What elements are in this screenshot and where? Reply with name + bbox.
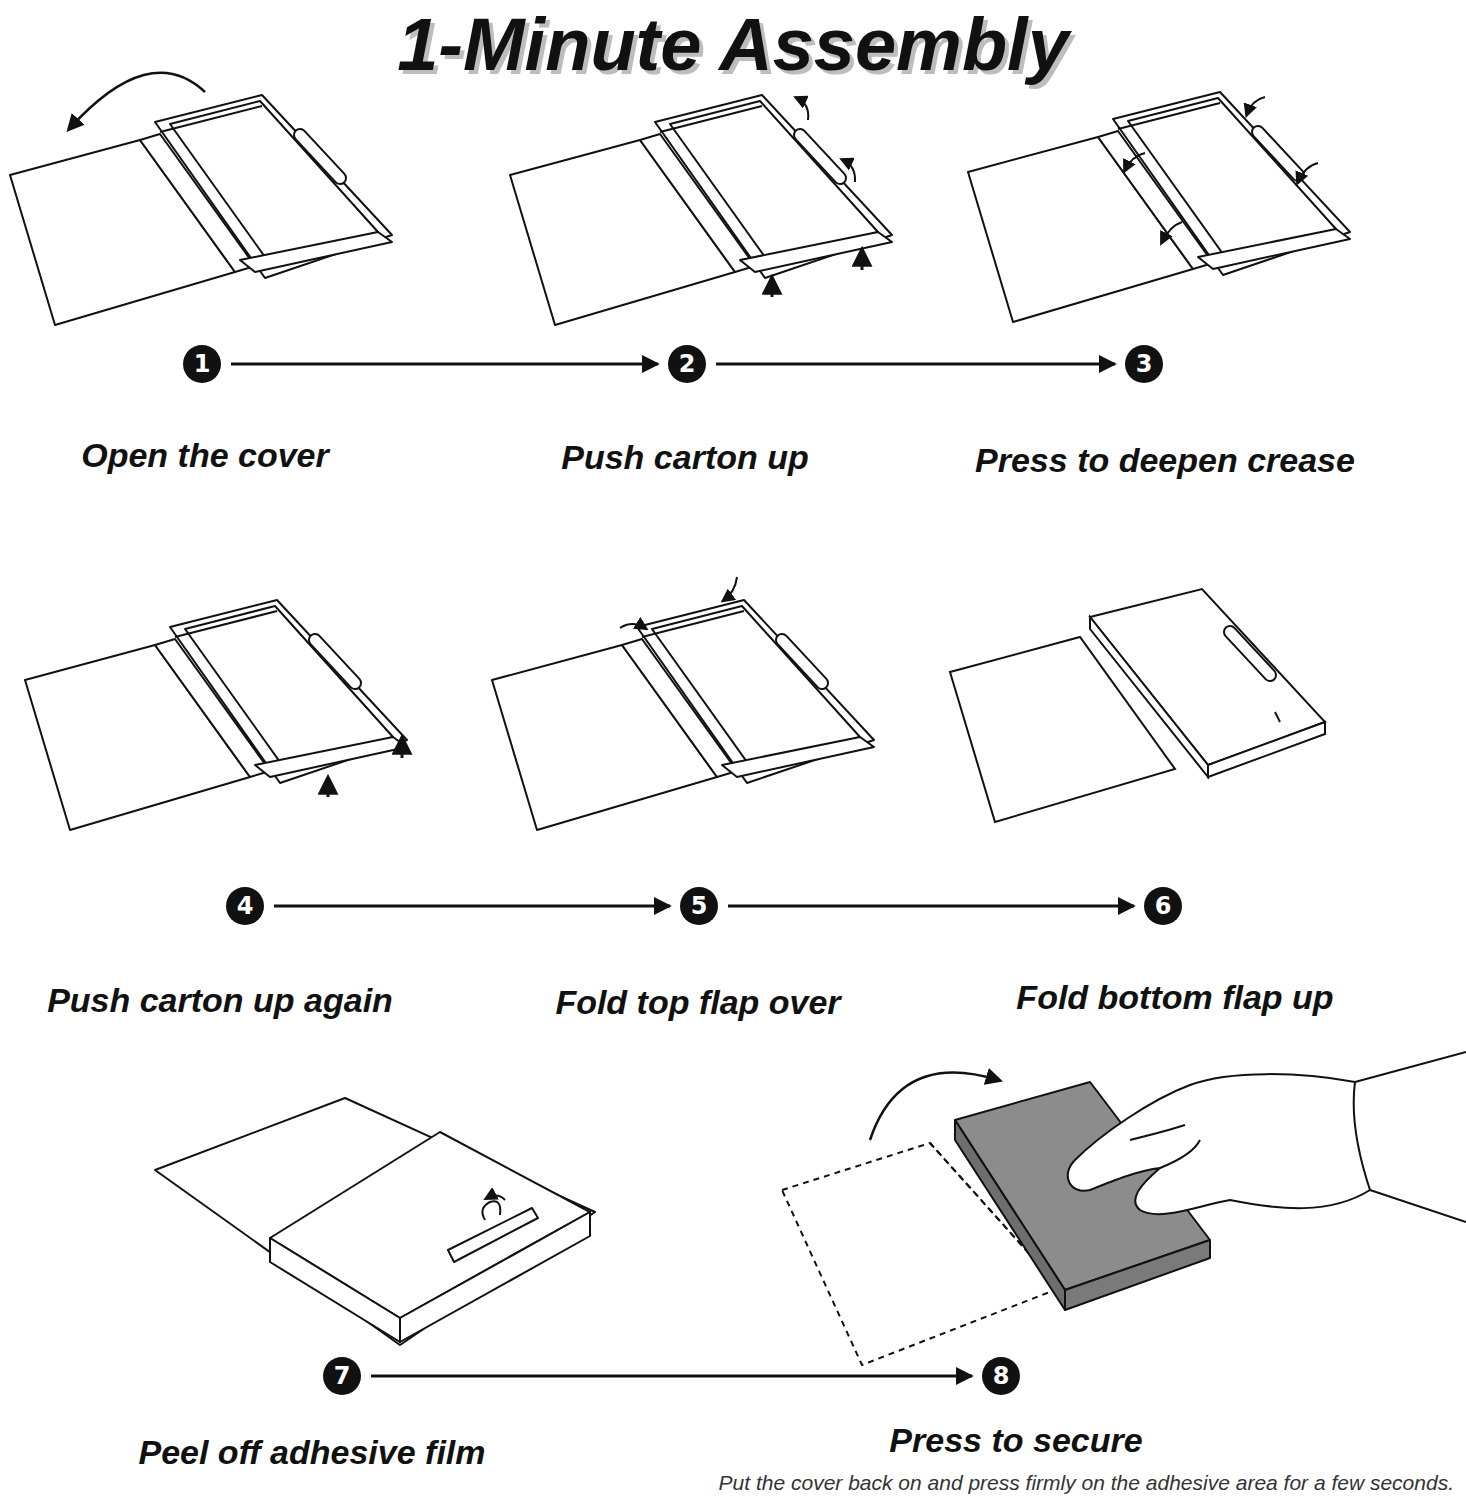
- step-6-drawing: [950, 589, 1325, 822]
- step-number-text: 4: [226, 892, 264, 920]
- illustration-line: [797, 98, 808, 120]
- step-arrow: [274, 905, 670, 908]
- illustration-line: [1355, 1052, 1466, 1222]
- step-arrow: [728, 905, 1134, 908]
- illustration-line: [950, 589, 1325, 822]
- illustration-line: [25, 600, 407, 830]
- illustration-line: [10, 95, 392, 325]
- step-4-drawing: [25, 600, 407, 830]
- illustration-line: [1125, 153, 1145, 170]
- step-number-text: 5: [680, 892, 718, 920]
- number-circle-shape: [982, 1357, 1020, 1395]
- title: 1-Minute Assembly: [397, 2, 1069, 87]
- illustration-line: [1162, 222, 1182, 242]
- step-7-drawing: [155, 1098, 595, 1345]
- illustration-line: [448, 1208, 538, 1262]
- number-circle-shape: [323, 1357, 361, 1395]
- step-number-text: 2: [668, 350, 706, 378]
- step-arrow: [231, 363, 658, 366]
- illustration-line: [1247, 97, 1265, 114]
- number-circle-shape: [183, 345, 221, 383]
- step-number-text: 1: [183, 350, 221, 378]
- step-number: 8: [982, 1357, 1020, 1395]
- illustration-line: [327, 780, 330, 797]
- step-caption: Push carton up: [561, 438, 808, 477]
- step-number: 6: [1144, 887, 1182, 925]
- step-arrow: [371, 1375, 972, 1378]
- step-number-text: 7: [323, 1362, 361, 1390]
- illustration-line: [401, 740, 404, 758]
- illustration-line: [955, 1120, 1065, 1310]
- number-circle-shape: [1144, 887, 1182, 925]
- illustration-line: [492, 600, 874, 830]
- illustration-line: [843, 160, 855, 182]
- step-arrow: [716, 363, 1115, 366]
- illustration-line: [1275, 712, 1280, 722]
- step-number-text: 3: [1125, 350, 1163, 378]
- step-number-text: 8: [982, 1362, 1020, 1390]
- number-circle-shape: [226, 887, 264, 925]
- step-2-drawing: [510, 95, 892, 325]
- step-8-drawing: [782, 1052, 1466, 1365]
- step-3-drawing: [968, 92, 1350, 322]
- step-number: 5: [680, 887, 718, 925]
- step-number: 2: [668, 345, 706, 383]
- illustration-line: [1065, 1240, 1210, 1310]
- illustration-line: [70, 73, 205, 128]
- step-1-drawing: [10, 73, 392, 325]
- number-circle-shape: [680, 887, 718, 925]
- number-circle-shape: [1125, 345, 1163, 383]
- illustration-line: [1298, 163, 1318, 182]
- illustration-line: [1068, 1074, 1370, 1214]
- illustration-line: [771, 280, 774, 297]
- step-caption: Open the cover: [81, 436, 329, 475]
- illustration-line: [1130, 1125, 1200, 1168]
- illustration-line: [155, 1098, 595, 1345]
- step-number: 1: [183, 345, 221, 383]
- number-circle-shape: [668, 345, 706, 383]
- step-caption: Press to deepen crease: [975, 441, 1355, 480]
- step-caption: Push carton up again: [47, 981, 393, 1020]
- step-5-drawing: [492, 577, 874, 830]
- illustration-line: [270, 1238, 400, 1342]
- illustration-line: [482, 1201, 500, 1220]
- illustration-line: [968, 92, 1350, 322]
- step-caption: Press to secure: [889, 1421, 1142, 1460]
- illustration-line: [861, 252, 864, 270]
- step-caption: Fold top flap over: [555, 983, 840, 1022]
- illustration-line: [724, 577, 737, 600]
- step-number: 3: [1125, 345, 1163, 383]
- step-caption: Peel off adhesive film: [138, 1433, 485, 1472]
- illustration-line: [487, 1195, 505, 1200]
- step-caption: Fold bottom flap up: [1016, 978, 1333, 1017]
- step-number: 4: [226, 887, 264, 925]
- illustration-line: [510, 95, 892, 325]
- note-text: Put the cover back on and press firmly o…: [719, 1471, 1454, 1495]
- step-number: 7: [323, 1357, 361, 1395]
- step-number-text: 6: [1144, 892, 1182, 920]
- illustration-line: [870, 1073, 998, 1141]
- illustration-line: [620, 624, 645, 628]
